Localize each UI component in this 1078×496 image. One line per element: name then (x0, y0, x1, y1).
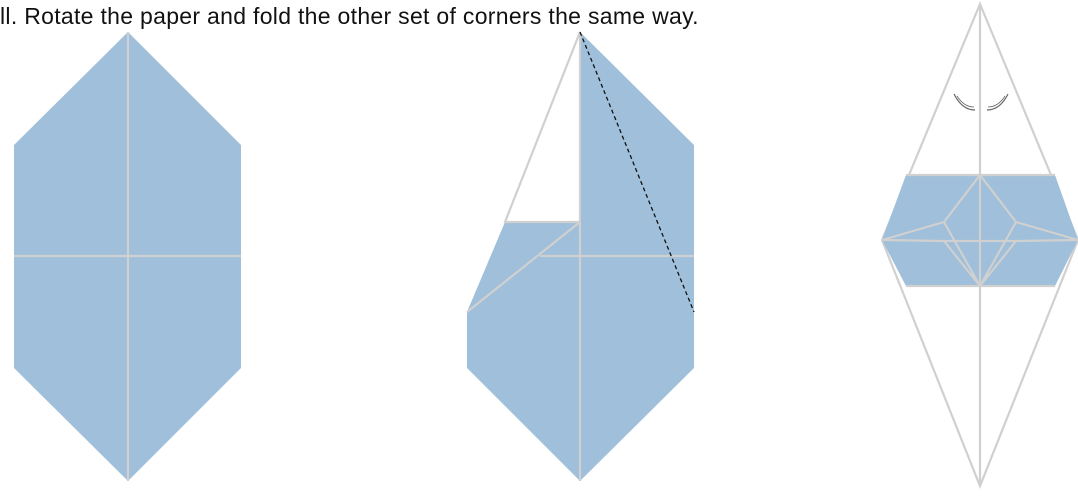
step-3-crease-a (943, 174, 981, 223)
step-3-crease-i (881, 238, 945, 243)
step-3-crease-e (943, 221, 981, 287)
step-3-crease-g (943, 240, 981, 287)
step-3-crease-f (979, 221, 1017, 287)
step-2-folded-flap (503, 31, 582, 224)
step-3-eye-left-inner (956, 95, 975, 108)
step-3-crease-d (1015, 220, 1078, 242)
step-3-crease-c (881, 220, 945, 242)
step-3-eye-left-icon (953, 93, 976, 111)
step-3-eye-right-icon (986, 93, 1009, 111)
step-2-diagonal-crease (466, 221, 581, 313)
instruction-text: ll. Rotate the paper and fold the other … (0, 3, 699, 29)
step-3-crease-b (979, 174, 1017, 223)
step-3-figure (880, 1, 1078, 489)
step-3-crease-h (979, 240, 1017, 287)
step-1-figure (14, 32, 241, 481)
step-2-figure (466, 31, 695, 481)
step-3-eye-right-inner (987, 95, 1006, 108)
step-2-valley-fold-line (579, 31, 695, 313)
step-3-crease-j (1015, 238, 1078, 243)
